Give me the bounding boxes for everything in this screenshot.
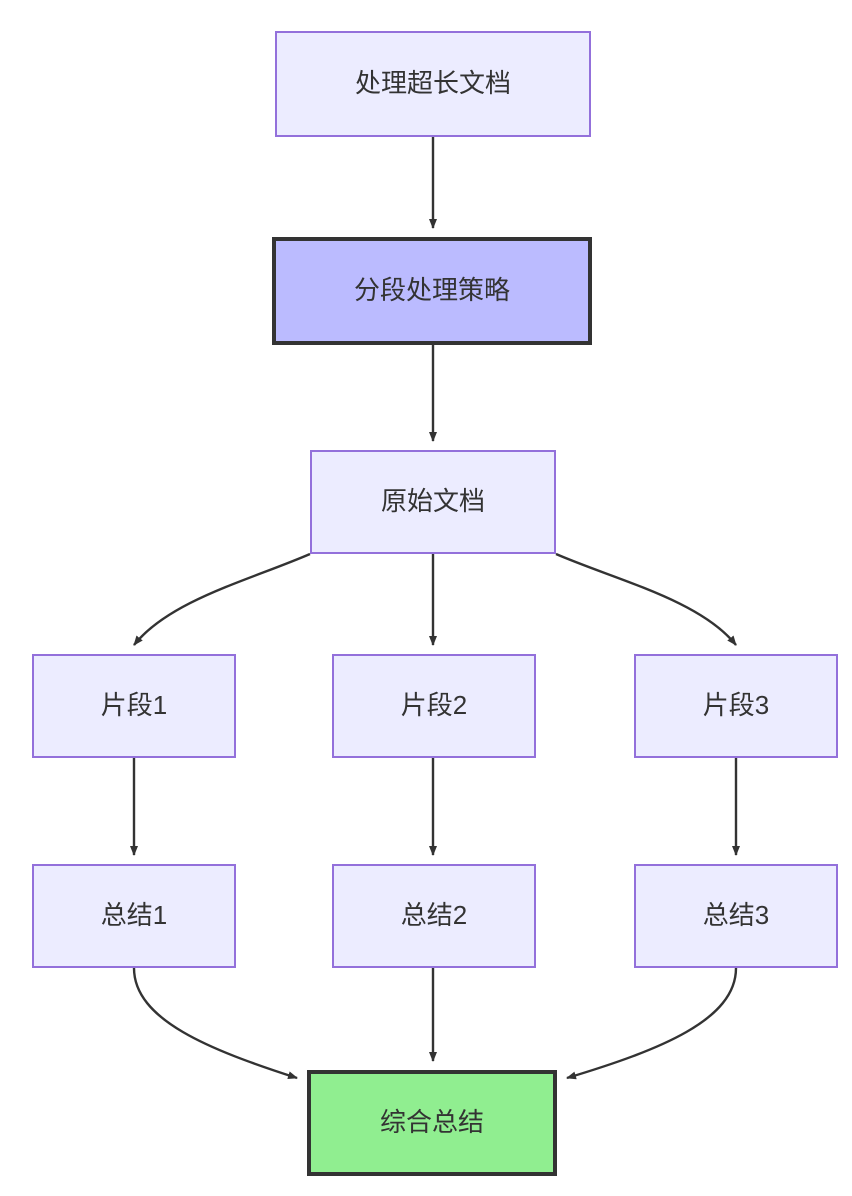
node-label-chunk1: 片段1 (100, 690, 168, 721)
node-summary1[interactable]: 总结1 (32, 864, 236, 968)
node-label-root: 处理超长文档 (354, 68, 511, 99)
edge-summary1-to-final (132, 967, 298, 1080)
node-label-final: 综合总结 (379, 1107, 484, 1138)
node-label-summary3: 总结3 (702, 900, 770, 931)
node-summary2[interactable]: 总结2 (332, 864, 536, 968)
node-label-chunk2: 片段2 (400, 690, 468, 721)
node-label-summary2: 总结2 (400, 900, 468, 931)
node-source[interactable]: 原始文档 (310, 450, 556, 554)
node-chunk2[interactable]: 片段2 (332, 654, 536, 758)
node-final[interactable]: 综合总结 (307, 1070, 557, 1176)
node-label-strategy: 分段处理策略 (353, 275, 510, 306)
node-chunk3[interactable]: 片段3 (634, 654, 838, 758)
node-summary3[interactable]: 总结3 (634, 864, 838, 968)
node-label-source: 原始文档 (380, 486, 485, 517)
edge-source-to-chunk3 (555, 552, 737, 646)
node-chunk1[interactable]: 片段1 (32, 654, 236, 758)
edges-group (130, 137, 740, 1080)
edge-summary3-to-final (566, 967, 738, 1080)
edge-source-to-chunk1 (133, 552, 311, 646)
node-label-summary1: 总结1 (100, 900, 168, 931)
node-label-chunk3: 片段3 (702, 690, 770, 721)
node-root[interactable]: 处理超长文档 (275, 31, 591, 137)
node-strategy[interactable]: 分段处理策略 (272, 237, 592, 345)
